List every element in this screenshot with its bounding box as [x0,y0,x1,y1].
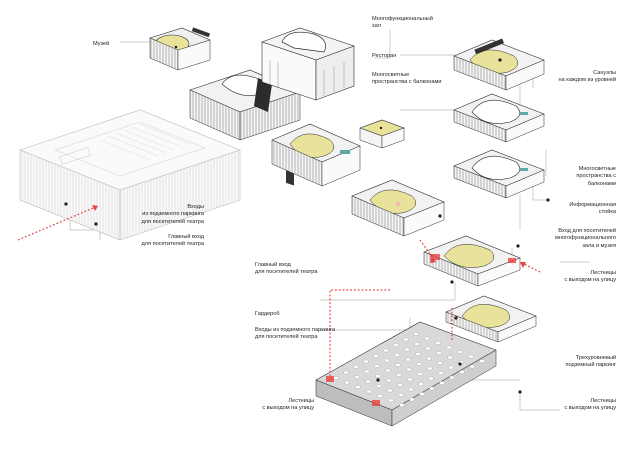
parking-bay [386,378,392,383]
parking-bay [375,374,381,378]
parking-bay [354,375,360,379]
parking-bay [429,386,435,391]
parking-bay [448,365,454,370]
parking-bay [377,394,383,398]
parking-bay [416,362,422,366]
drum-building [189,69,301,141]
parking-bay [398,393,404,397]
parking-bay [397,383,403,387]
marker-dots [64,58,550,394]
parking-bay [406,367,412,372]
restaurant-box [359,119,405,149]
parking-bay [413,332,419,336]
parking-bay [404,347,410,352]
parking-bay [436,351,442,355]
parking-bay [457,350,463,354]
parking-bay [383,348,389,353]
parking-bay [415,352,421,356]
parking-bay [438,371,444,375]
floor-right-1 [453,38,545,91]
parking-bay [384,358,390,363]
parking-bay [374,364,380,368]
parking-bay [437,361,443,365]
parking-bay [468,354,474,359]
floor-mid-1 [271,123,361,187]
parking-bay [385,368,391,373]
parking-bay [419,392,425,396]
parking-bay [479,359,485,363]
museum-block [149,27,211,71]
parking-bay [355,385,361,389]
parking-bay [439,381,445,385]
theatre-building [19,109,241,241]
parking-bay [447,355,453,360]
parking-bay [459,370,465,374]
floor-right-4 [423,235,521,287]
parking-bay [388,398,394,403]
floor-mid-2 [351,179,445,237]
parking-bay [393,343,399,347]
parking-bay [427,366,433,371]
parking-bay [333,376,339,380]
parking-bay [343,370,349,375]
parking-bay [395,363,401,367]
parking-bay [469,364,475,369]
parking-bay [428,376,434,381]
label-museum: Музей [93,41,110,47]
parking-bay [414,342,420,346]
parking-bay [418,382,424,386]
parking-bay [344,380,350,385]
parking-bay [426,356,432,361]
parking-bay [365,379,371,384]
parking-bay [394,353,400,357]
parking-bay [417,372,423,376]
parking-bay [364,369,370,374]
parking-bay [399,403,405,407]
parking-bay [425,346,431,351]
parking-bay [396,373,402,377]
parking-bay [408,387,414,392]
parking-bay [409,397,415,402]
underground-parking [315,321,497,427]
parking-bay [387,388,393,393]
label-restaurant: Ресторан [372,53,397,59]
parking-bay [366,389,372,394]
parking-bay [373,354,379,358]
tower-block [261,27,355,186]
parking-bay [435,341,441,345]
parking-bay [403,337,409,342]
floor-right-3 [453,149,545,199]
label-wardrobe: Гардероб [255,311,280,317]
parking-bay [424,336,430,341]
floor-right-2 [453,93,545,143]
parking-bay [405,357,411,362]
parking-bay [376,384,382,388]
circulation-arrows [17,205,541,380]
parking-bay [353,365,359,369]
arrow-heads [92,205,526,268]
parking-bay [363,359,369,364]
parking-bay [446,345,452,350]
parking-bay [449,375,455,380]
parking-bay [407,377,413,382]
